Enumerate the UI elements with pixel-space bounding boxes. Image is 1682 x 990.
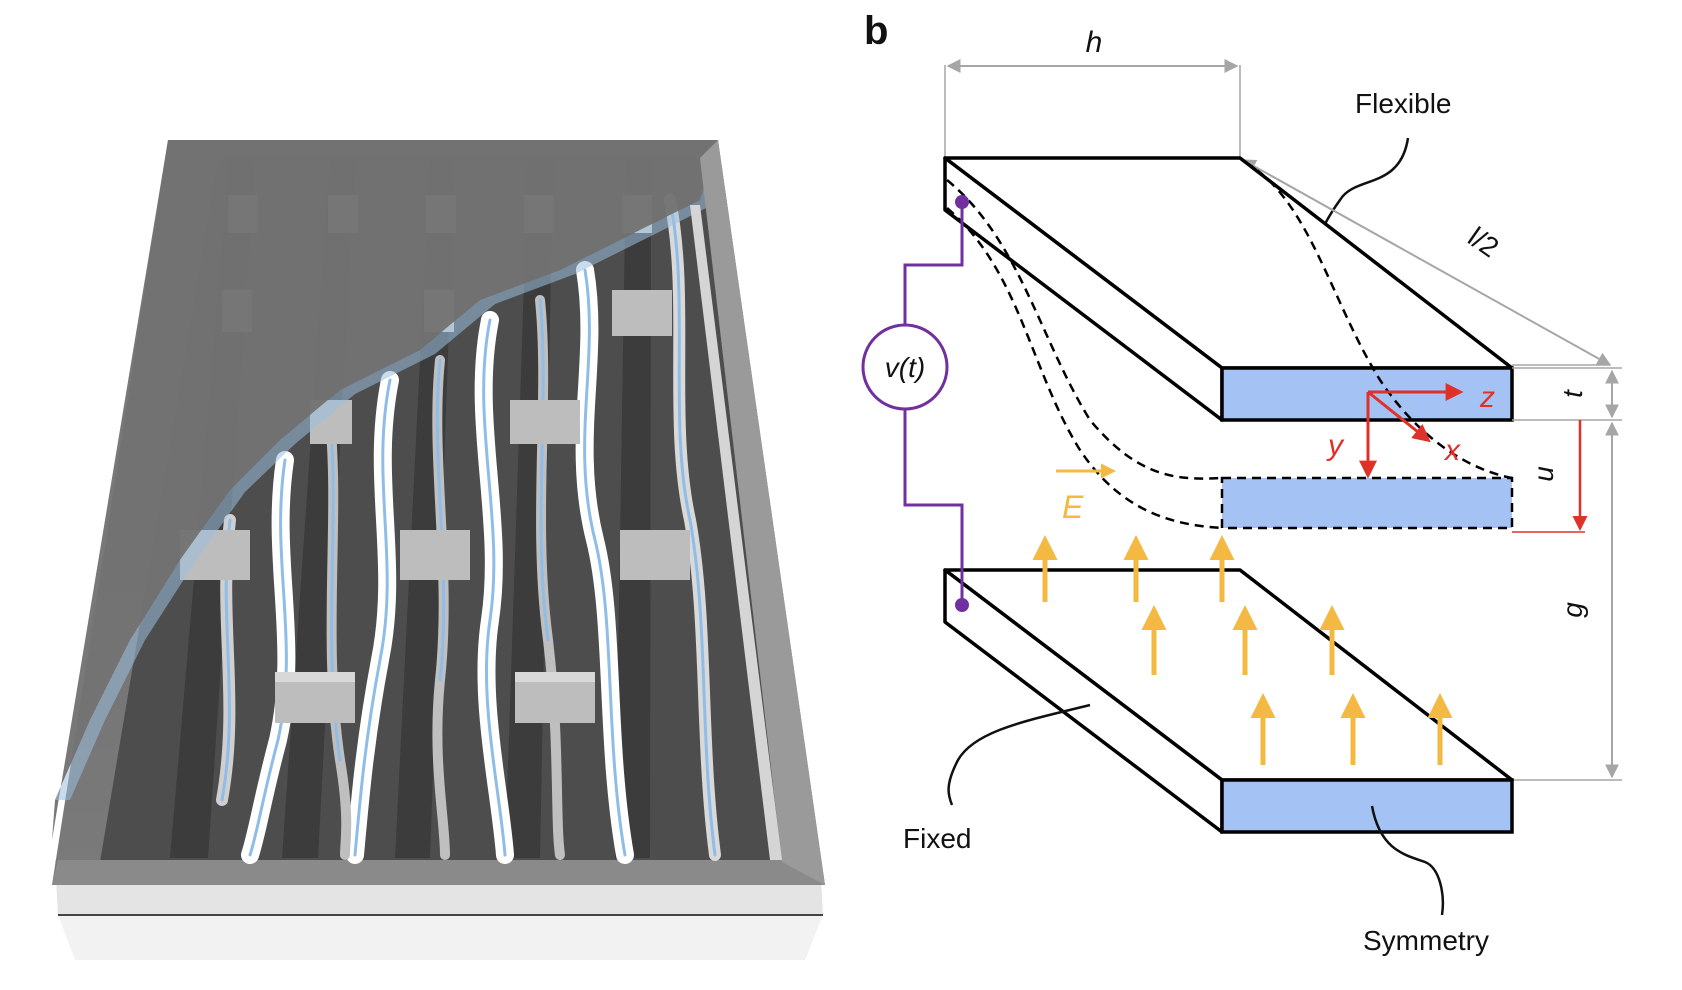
axis-x-arrow xyxy=(1367,390,1431,443)
deflected-beam xyxy=(946,160,1514,530)
fixed-leader xyxy=(947,703,1091,806)
voltage-terminal-bottom xyxy=(955,598,969,612)
bottom-plate-cross-section xyxy=(1220,778,1514,834)
panel-letter: b xyxy=(864,9,888,53)
top-cover-plate xyxy=(52,140,718,840)
u-label: u xyxy=(1528,466,1559,482)
base-layer-lower xyxy=(58,915,823,960)
symmetry-label: Symmetry xyxy=(1363,925,1489,956)
voltage-terminal-top xyxy=(955,195,969,209)
symmetry-leader xyxy=(1370,805,1444,916)
panel-b-schematic: b h Flexible l/2 t u xyxy=(861,9,1622,956)
field-label: E xyxy=(1062,489,1084,525)
t-label: t xyxy=(1557,389,1588,398)
voltage-label: v(t) xyxy=(885,352,925,383)
axis-y-label: y xyxy=(1326,429,1345,462)
voltage-circuit xyxy=(903,202,964,605)
axis-x-label: x xyxy=(1443,434,1461,467)
voltage-source-icon xyxy=(861,323,949,411)
g-label: g xyxy=(1557,602,1588,618)
flexible-label: Flexible xyxy=(1355,88,1451,119)
coordinate-axes xyxy=(1359,383,1464,479)
fixed-label: Fixed xyxy=(903,823,971,854)
frame-right-wall xyxy=(700,140,825,885)
field-arrows xyxy=(1032,535,1453,765)
frame-inner-right-rim xyxy=(690,205,782,860)
h-label: h xyxy=(1086,26,1103,59)
frame-front-rim xyxy=(52,860,825,885)
axis-z-label: z xyxy=(1479,381,1495,414)
panel-a-render xyxy=(52,140,825,960)
l2-label: l/2 xyxy=(1462,221,1504,263)
l2-dimension-arrow xyxy=(1241,159,1612,366)
